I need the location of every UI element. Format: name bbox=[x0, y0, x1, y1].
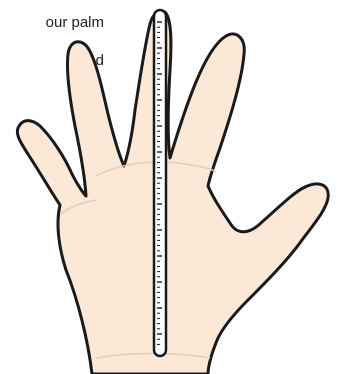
hand-palm-icon bbox=[17, 11, 328, 374]
hand-outline bbox=[17, 11, 328, 374]
ruler-icon bbox=[154, 10, 166, 356]
